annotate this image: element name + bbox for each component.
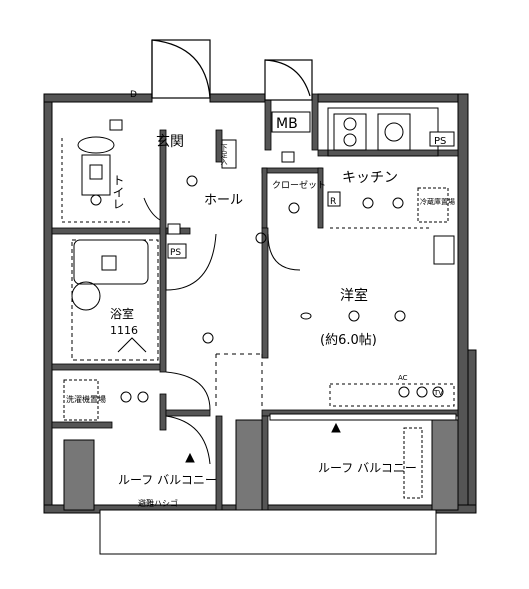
bath-fixture — [71, 239, 159, 361]
closet-label: クローゼット — [272, 179, 326, 191]
shoe-box-tag: 下足入 — [220, 144, 228, 165]
toilet-fixture — [61, 136, 130, 223]
balconies — [63, 413, 459, 555]
tag-boxes — [109, 111, 455, 259]
hall-label: ホール — [204, 193, 243, 208]
ac-tag: AC — [398, 374, 408, 382]
bath-size-label: 1116 — [110, 324, 138, 337]
r-tag: R — [330, 197, 336, 207]
washer-label: 洗濯機置場 — [66, 394, 106, 404]
hall-fixtures — [186, 139, 267, 344]
bath-label: 浴室 — [110, 306, 134, 321]
closet-fixture — [288, 191, 341, 214]
mb-door — [264, 59, 313, 101]
entrance-label: 玄関 — [156, 133, 184, 150]
evac-ladder-label: 避難ハシゴ — [138, 498, 178, 508]
roof-balcony-right-label: ルーフ バルコニー — [318, 461, 417, 475]
kitchen-label: キッチン — [342, 170, 398, 186]
ps-tag-top: PS — [434, 136, 446, 147]
western-room-label: 洋室 — [340, 287, 368, 304]
mb-tag: MB — [276, 116, 298, 132]
western-room-fixtures — [300, 235, 455, 407]
ps-tag-bath: PS — [170, 248, 181, 258]
washer-area — [63, 379, 149, 421]
d-tag: D — [130, 90, 137, 100]
kitchen-fixtures — [327, 107, 449, 229]
toilet-label: トイレ — [111, 174, 125, 210]
interior-doors — [143, 197, 301, 465]
entrance-door — [151, 39, 211, 99]
tv-tag: TV — [433, 389, 443, 397]
fridge-label: 冷蔵庫置場 — [420, 197, 455, 206]
roof-balcony-left-label: ルーフ バルコニー — [118, 473, 217, 487]
western-room-size-label: (約6.0帖) — [320, 333, 377, 348]
